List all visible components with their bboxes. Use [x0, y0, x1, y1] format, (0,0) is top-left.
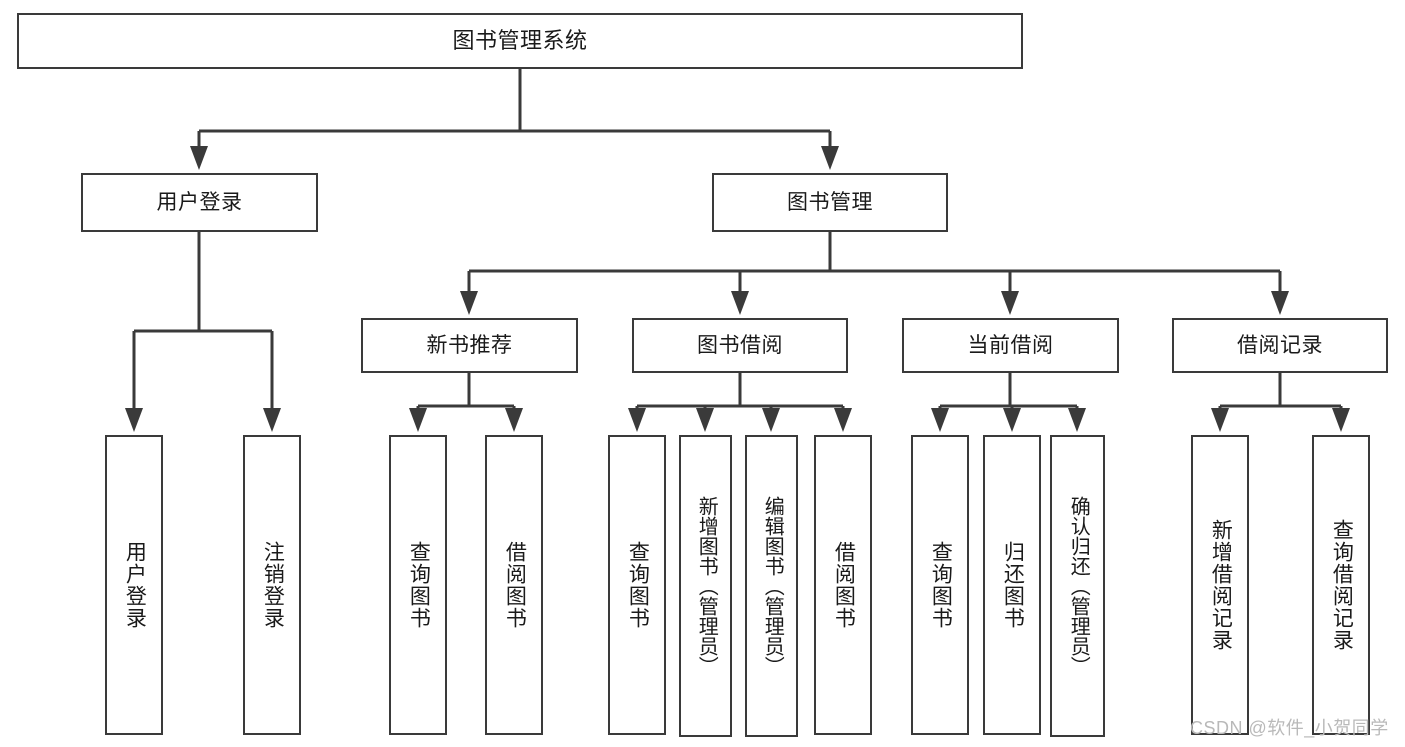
node-label: 注销登录 — [261, 541, 285, 629]
node-label: 当前借阅 — [967, 333, 1054, 357]
node-leaf-query-book-current: 查询图书 — [911, 435, 969, 735]
node-leaf-user-logout: 注销登录 — [243, 435, 301, 735]
node-label: 新增借阅记录 — [1209, 519, 1233, 651]
node-label: 借阅图书 — [832, 541, 856, 629]
node-label: 查询借阅记录 — [1330, 519, 1354, 651]
node-label: 图书借阅 — [697, 333, 783, 357]
node-leaf-add-book-admin: 新增图书（管理员） — [679, 435, 732, 737]
node-user-login: 用户登录 — [81, 173, 318, 232]
node-label: 查询图书 — [929, 541, 953, 629]
node-label: 确认归还（管理员） — [1067, 496, 1090, 676]
node-label: 编辑图书（管理员） — [761, 496, 784, 676]
node-leaf-query-borrow-record: 查询借阅记录 — [1312, 435, 1370, 735]
node-current-borrow: 当前借阅 — [902, 318, 1119, 373]
node-leaf-add-borrow-record: 新增借阅记录 — [1191, 435, 1249, 735]
node-leaf-edit-book-admin: 编辑图书（管理员） — [745, 435, 798, 737]
node-leaf-query-book-borrow: 查询图书 — [608, 435, 666, 735]
node-label: 归还图书 — [1001, 541, 1025, 629]
node-label: 查询图书 — [407, 541, 431, 629]
node-leaf-query-book-new: 查询图书 — [389, 435, 447, 735]
node-leaf-confirm-return-admin: 确认归还（管理员） — [1050, 435, 1105, 737]
node-borrow-record: 借阅记录 — [1172, 318, 1388, 373]
node-leaf-return-book: 归还图书 — [983, 435, 1041, 735]
node-label: 新书推荐 — [426, 333, 513, 357]
node-leaf-user-login: 用户登录 — [105, 435, 163, 735]
node-new-book-recommend: 新书推荐 — [361, 318, 578, 373]
node-label: 新增图书（管理员） — [695, 496, 718, 676]
node-label: 借阅图书 — [503, 541, 527, 629]
arrowheads-group — [125, 146, 1350, 432]
node-root-root: 图书管理系统 — [17, 13, 1023, 69]
node-label: 用户登录 — [123, 541, 147, 629]
node-label: 借阅记录 — [1237, 333, 1323, 357]
node-label: 查询图书 — [626, 541, 650, 629]
node-label: 图书管理系统 — [452, 27, 588, 53]
node-book-borrow: 图书借阅 — [632, 318, 848, 373]
node-label: 图书管理 — [787, 190, 873, 214]
node-label: 用户登录 — [156, 190, 243, 214]
node-book-manage: 图书管理 — [712, 173, 948, 232]
node-leaf-borrow-book-new: 借阅图书 — [485, 435, 543, 735]
node-leaf-borrow-book: 借阅图书 — [814, 435, 872, 735]
